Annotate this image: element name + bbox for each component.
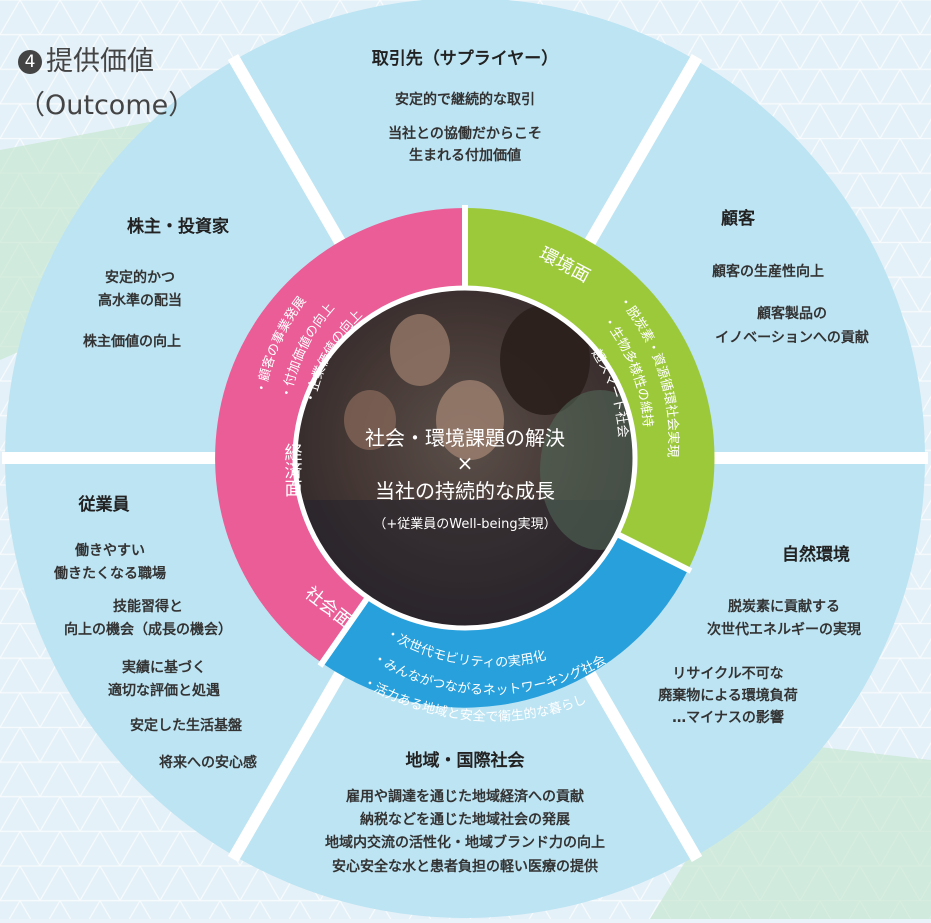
center-line1: 社会・環境課題の解決 (365, 426, 565, 450)
nature-item-2: 次世代エネルギーの実現 (707, 621, 861, 638)
suppliers-item-2: 当社との協働だからこそ (388, 125, 542, 142)
employees-item-6: 適切な評価と処遇 (108, 682, 220, 699)
customers-item-2: 顧客製品の (757, 305, 827, 322)
customers-title: 顧客 (721, 208, 756, 229)
employees-title: 従業員 (78, 494, 130, 515)
employees-item-3: 技能習得と (113, 598, 183, 615)
center-photo (295, 288, 635, 628)
employees-item-5: 実績に基づく (122, 659, 206, 676)
nature-item-3: リサイクル不可な (672, 666, 783, 682)
center-overlay (295, 288, 635, 628)
shareholders-item-3: 株主価値の向上 (83, 333, 181, 350)
nature-item-1: 脱炭素に貢献する (728, 598, 840, 615)
suppliers-title: 取引先（サプライヤー） (372, 48, 559, 69)
stakeholder-suppliers: 取引先（サプライヤー） 安定的で継続的な取引 当社との協働だからこそ 生まれる付… (372, 48, 559, 164)
employees-item-8: 将来への安心感 (159, 754, 257, 771)
center-line4: （+従業員のWell-being実現） (373, 516, 556, 532)
suppliers-item-1: 安定的で継続的な取引 (395, 91, 535, 108)
center-text: 社会・環境課題の解決 × 当社の持続的な成長 （+従業員のWell-being実… (365, 426, 565, 532)
section-title-line2: （Outcome） (18, 90, 196, 121)
shareholders-title: 株主・投資家 (127, 216, 229, 237)
section-title-text: 提供価値 (46, 46, 154, 77)
community-item-1: 雇用や調達を通じた地域経済への貢献 (346, 788, 584, 805)
stakeholder-nature: 自然環境 脱炭素に貢献する 次世代エネルギーの実現 リサイクル不可な 廃棄物によ… (658, 544, 861, 726)
center-border (292, 285, 638, 631)
employees-item-7: 安定した生活基盤 (130, 717, 243, 734)
nature-title: 自然環境 (782, 544, 850, 565)
step-number-badge: 4 (18, 50, 42, 74)
customers-item-3: イノベーションへの貢献 (715, 329, 869, 346)
shareholders-item-2: 高水準の配当 (98, 292, 182, 309)
employees-item-2: 働きたくなる職場 (53, 565, 166, 582)
customers-item-1: 顧客の生産性向上 (712, 263, 824, 280)
community-item-2: 納税などを通じた地域社会の発展 (360, 811, 570, 828)
center-line2: × (457, 451, 474, 475)
community-item-3: 地域内交流の活性化・地域ブランド力の向上 (325, 834, 605, 851)
stakeholder-employees: 従業員 働きやすい 働きたくなる職場 技能習得と 向上の機会（成長の機会） 実績… (53, 494, 257, 771)
nature-item-4: 廃棄物による環境負荷 (658, 687, 798, 704)
employees-item-4: 向上の機会（成長の機会） (64, 621, 232, 638)
community-item-4: 安心安全な水と患者負担の軽い医療の提供 (332, 858, 598, 875)
shareholders-item-1: 安定的かつ (105, 269, 175, 286)
nature-item-5: …マイナスの影響 (672, 709, 784, 726)
employees-item-1: 働きやすい (74, 542, 145, 559)
stakeholder-community: 地域・国際社会 雇用や調達を通じた地域経済への貢献 納税などを通じた地域社会の発… (325, 750, 605, 875)
decor-green-shape-bottom (650, 740, 931, 919)
stakeholder-shareholders: 株主・投資家 安定的かつ 高水準の配当 株主価値の向上 (83, 216, 229, 350)
center-line3: 当社の持続的な成長 (375, 479, 555, 503)
economic-label: 経済面 (282, 443, 303, 497)
community-title: 地域・国際社会 (406, 750, 525, 771)
suppliers-item-3: 生まれる付加価値 (409, 147, 521, 164)
stakeholder-customers: 顧客 顧客の生産性向上 顧客製品の イノベーションへの貢献 (712, 208, 869, 346)
